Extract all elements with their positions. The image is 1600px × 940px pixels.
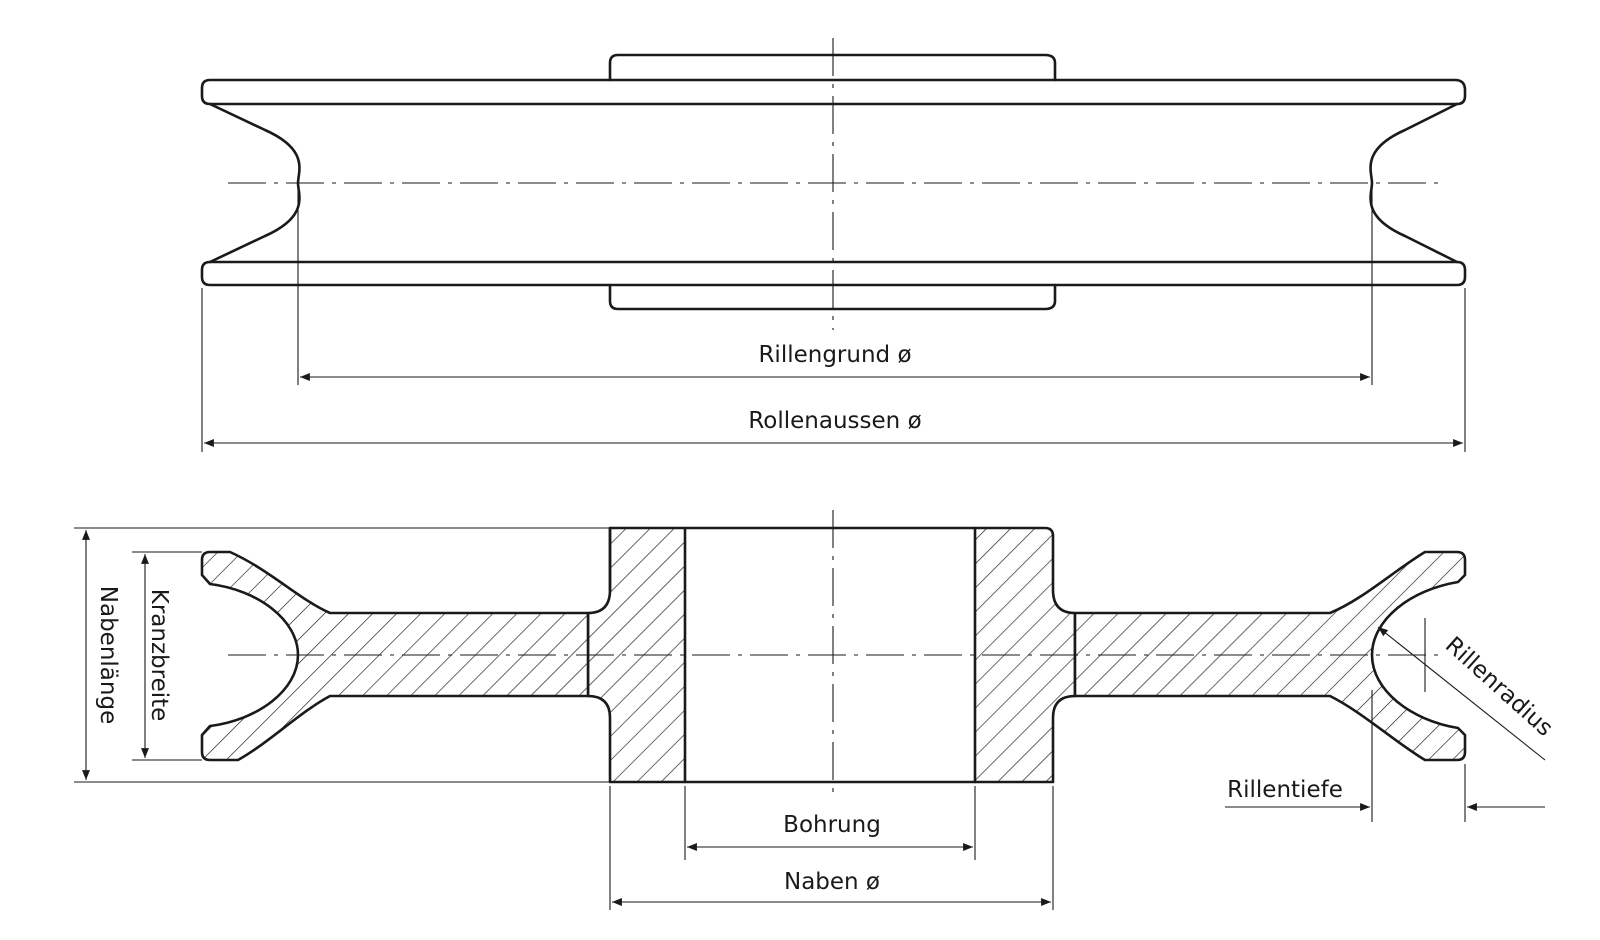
bohrung-label: Bohrung bbox=[783, 812, 881, 838]
section-right-hub bbox=[973, 526, 1077, 784]
nabenlaenge-label: Nabenlänge bbox=[95, 586, 121, 724]
rillentiefe-label: Rillentiefe bbox=[1227, 777, 1343, 803]
section-left-rim bbox=[200, 550, 590, 762]
kranzbreite-label: Kranzbreite bbox=[146, 589, 172, 722]
rillenradius-leader-line bbox=[1377, 626, 1546, 761]
naben-label: Naben ø bbox=[784, 869, 880, 895]
top-view-lower-flange bbox=[200, 260, 1467, 287]
rillengrund-label: Rillengrund ø bbox=[758, 342, 911, 368]
rollenaussen-label: Rollenaussen ø bbox=[748, 408, 921, 434]
rillenradius-label: Rillenradius bbox=[1440, 632, 1558, 742]
section-view: Nabenlänge Kranzbreite Bohrung Naben ø R… bbox=[74, 510, 1558, 910]
top-view-right-groove bbox=[1369, 102, 1459, 264]
section-right-rim bbox=[1073, 550, 1467, 762]
top-view: Rillengrund ø Rollenaussen ø bbox=[200, 38, 1467, 452]
top-view-hub-top bbox=[608, 53, 1057, 82]
top-view-hub-bottom bbox=[608, 283, 1057, 311]
